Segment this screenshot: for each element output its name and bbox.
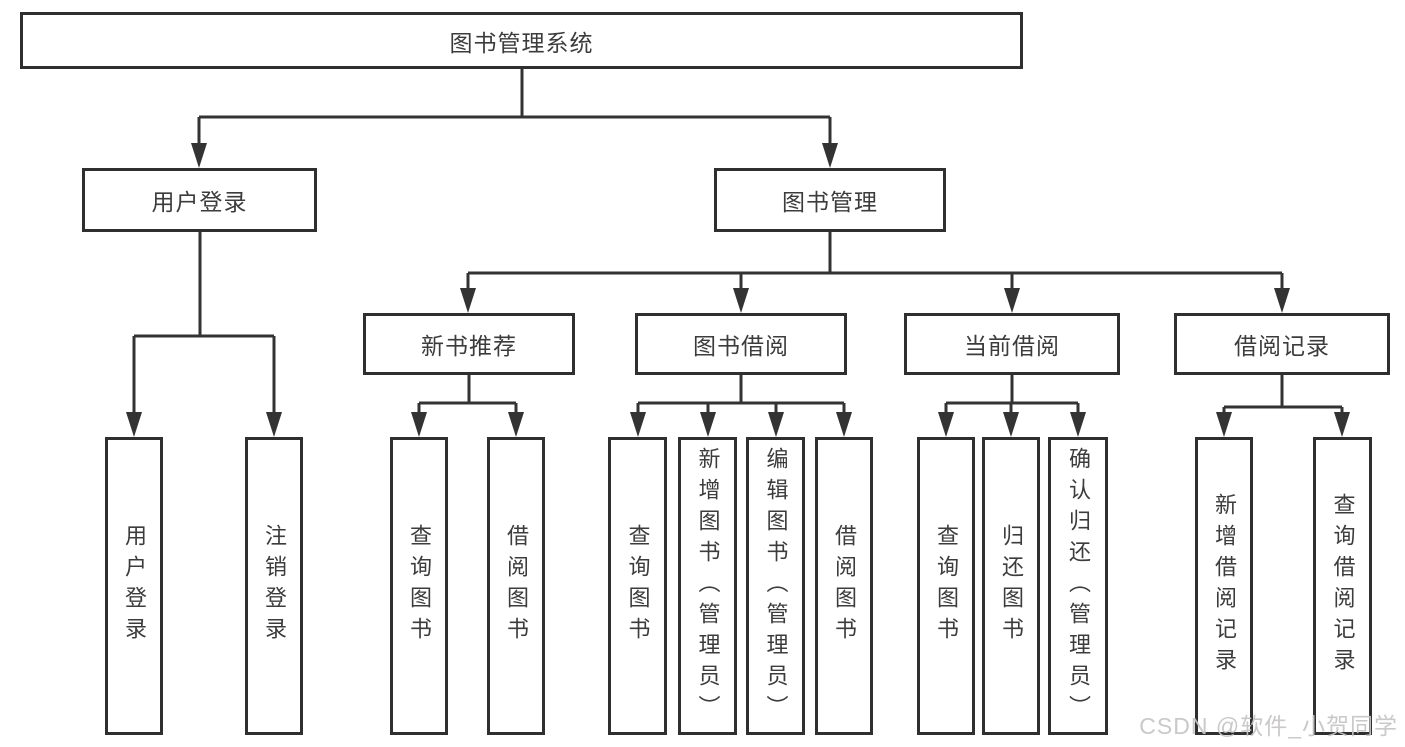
leaf-cb-return-books: 归还图书 — [982, 437, 1040, 735]
node-new-book-rec: 新书推荐 — [363, 313, 575, 375]
leaf-br-query-record: 查询借阅记录 — [1313, 437, 1372, 735]
leaf-br-add-record-label: 新增借阅记录 — [1212, 493, 1237, 679]
leaf-rec-borrow-books-label: 借阅图书 — [504, 524, 529, 648]
node-root-label: 图书管理系统 — [449, 29, 594, 56]
leaf-cb-confirm-return: 确认归还（管理员） — [1048, 437, 1108, 735]
connector-userlogin-to-leaves — [126, 232, 282, 437]
node-borrow-records-label: 借阅记录 — [1234, 333, 1330, 359]
connector-currentborrow-to-leaves — [938, 375, 1086, 437]
leaf-bb-edit-books-label: 编辑图书（管理员） — [763, 446, 789, 726]
node-book-borrow: 图书借阅 — [635, 313, 847, 375]
leaf-bb-borrow-books-label: 借阅图书 — [832, 524, 857, 648]
csdn-watermark: CSDN @软件_小贺同学 — [1139, 713, 1398, 739]
connector-bookborrow-to-leaves — [630, 375, 852, 437]
node-current-borrow: 当前借阅 — [904, 313, 1120, 375]
node-current-borrow-label: 当前借阅 — [964, 333, 1060, 359]
node-user-login-label: 用户登录 — [151, 189, 248, 215]
leaf-cb-confirm-return-label: 确认归还（管理员） — [1066, 446, 1091, 726]
leaf-br-add-record: 新增借阅记录 — [1195, 437, 1253, 735]
leaf-bb-edit-books: 编辑图书（管理员） — [746, 437, 805, 735]
connector-bookmgmt-to-level3 — [460, 232, 1290, 313]
leaf-cb-query-books: 查询图书 — [917, 437, 975, 735]
leaf-bb-query-books: 查询图书 — [608, 437, 667, 735]
leaf-bb-add-books: 新增图书（管理员） — [678, 437, 737, 735]
connector-newbookrec-to-leaves — [411, 375, 524, 437]
node-new-book-rec-label: 新书推荐 — [421, 333, 517, 359]
leaf-logout-label: 注销登录 — [262, 524, 287, 648]
leaf-bb-add-books-label: 新增图书（管理员） — [695, 446, 721, 726]
connector-borrowrecords-to-leaves — [1216, 375, 1350, 437]
leaf-br-query-record-label: 查询借阅记录 — [1330, 493, 1356, 679]
leaf-rec-query-books: 查询图书 — [390, 437, 448, 735]
node-root: 图书管理系统 — [20, 12, 1023, 69]
node-borrow-records: 借阅记录 — [1174, 313, 1390, 375]
node-user-login: 用户登录 — [82, 168, 317, 232]
node-book-mgmt-label: 图书管理 — [782, 189, 878, 215]
leaf-cb-query-books-label: 查询图书 — [934, 524, 959, 648]
leaf-user-login-label: 用户登录 — [122, 524, 147, 648]
leaf-cb-return-books-label: 归还图书 — [999, 524, 1024, 648]
node-book-borrow-label: 图书借阅 — [693, 333, 789, 359]
node-book-mgmt: 图书管理 — [714, 168, 946, 232]
leaf-logout: 注销登录 — [245, 437, 303, 735]
leaf-user-login: 用户登录 — [105, 437, 163, 735]
leaf-rec-query-books-label: 查询图书 — [407, 524, 432, 648]
leaf-rec-borrow-books: 借阅图书 — [487, 437, 545, 735]
leaf-bb-borrow-books: 借阅图书 — [815, 437, 873, 735]
connector-root-to-level2 — [191, 68, 838, 168]
leaf-bb-query-books-label: 查询图书 — [625, 524, 651, 648]
